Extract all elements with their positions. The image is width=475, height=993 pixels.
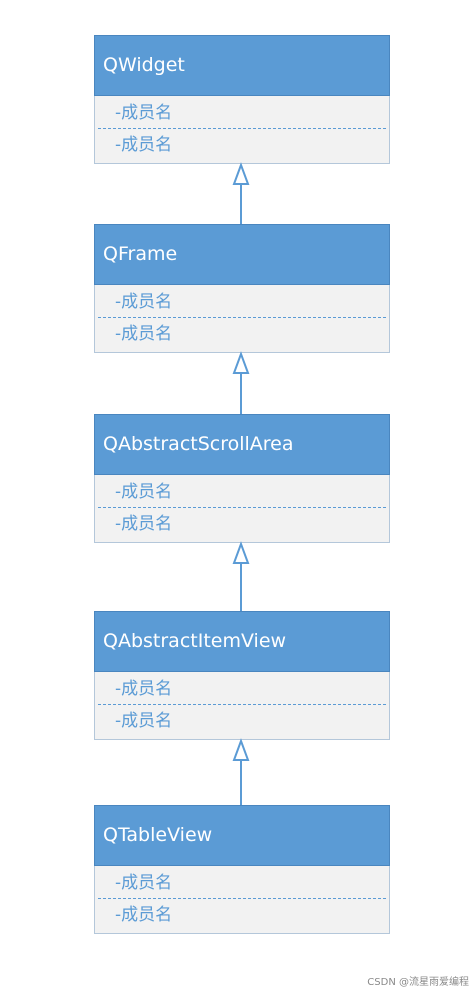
class-member: -成员名 [115, 324, 173, 344]
watermark: CSDN @流星雨爱编程 [367, 977, 469, 988]
class-member: -成员名 [115, 711, 173, 731]
inheritance-arrow-qframe-to-qwidget [232, 162, 250, 224]
member-divider [98, 128, 386, 129]
uml-class-qwidget: QWidget -成员名 -成员名 [94, 35, 390, 164]
class-name: QFrame [94, 224, 390, 285]
class-member: -成员名 [115, 135, 173, 155]
uml-class-qabstractitemview: QAbstractItemView -成员名 -成员名 [94, 611, 390, 740]
class-name: QAbstractItemView [94, 611, 390, 672]
class-name: QAbstractScrollArea [94, 414, 390, 475]
inheritance-arrow-qabstractitemview-to-qabstractscrollarea [232, 541, 250, 611]
class-member: -成员名 [115, 905, 173, 925]
inheritance-arrow-qtableview-to-qabstractitemview [232, 738, 250, 805]
class-members: -成员名 -成员名 [94, 285, 390, 353]
class-member: -成员名 [115, 873, 173, 893]
inheritance-arrow-qabstractscrollarea-to-qframe [232, 351, 250, 414]
class-members: -成员名 -成员名 [94, 866, 390, 934]
class-name: QTableView [94, 805, 390, 866]
class-member: -成员名 [115, 679, 173, 699]
uml-class-qframe: QFrame -成员名 -成员名 [94, 224, 390, 353]
uml-class-qtableview: QTableView -成员名 -成员名 [94, 805, 390, 934]
member-divider [98, 507, 386, 508]
uml-class-qabstractscrollarea: QAbstractScrollArea -成员名 -成员名 [94, 414, 390, 543]
member-divider [98, 317, 386, 318]
class-members: -成员名 -成员名 [94, 96, 390, 164]
class-members: -成员名 -成员名 [94, 475, 390, 543]
class-member: -成员名 [115, 514, 173, 534]
class-member: -成员名 [115, 482, 173, 502]
class-name: QWidget [94, 35, 390, 96]
class-members: -成员名 -成员名 [94, 672, 390, 740]
class-member: -成员名 [115, 103, 173, 123]
member-divider [98, 898, 386, 899]
class-member: -成员名 [115, 292, 173, 312]
member-divider [98, 704, 386, 705]
